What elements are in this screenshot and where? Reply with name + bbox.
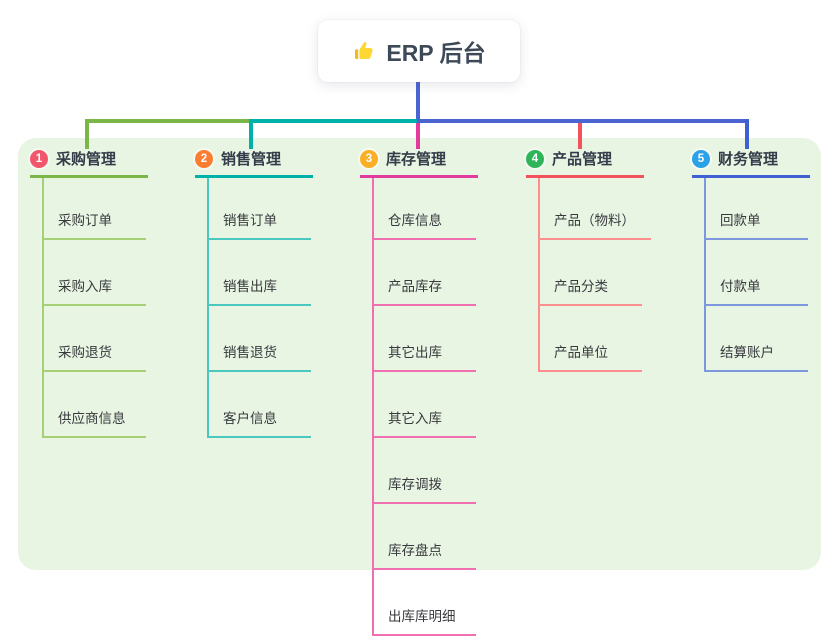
- badge-2: 2: [195, 149, 213, 168]
- connector-drop-branch5: [745, 119, 749, 149]
- branch-header-finance[interactable]: 5 财务管理: [692, 148, 810, 178]
- root-node-title: ERP 后台: [386, 40, 486, 66]
- node-other-outbound[interactable]: 其它出库: [374, 306, 476, 372]
- node-sales-order[interactable]: 销售订单: [209, 178, 311, 240]
- node-product-unit[interactable]: 产品单位: [540, 306, 642, 372]
- connector-drop-branch3: [416, 123, 420, 149]
- connector-drop-branch4: [578, 123, 582, 149]
- node-outbound-detail[interactable]: 出库库明细: [374, 570, 476, 636]
- branch-children: 销售订单 销售出库 销售退货 客户信息: [207, 178, 313, 438]
- connector-drop-branch1: [85, 119, 89, 149]
- node-supplier-info[interactable]: 供应商信息: [44, 372, 146, 438]
- badge-1: 1: [30, 149, 48, 168]
- node-purchase-return[interactable]: 采购退货: [44, 306, 146, 372]
- connector-horizontal-branch1: [85, 119, 251, 123]
- thumbs-up-icon: [352, 39, 376, 63]
- connector-horizontal-branch2: [249, 119, 419, 123]
- node-other-inbound[interactable]: 其它入库: [374, 372, 476, 438]
- branch-title: 采购管理: [56, 151, 117, 168]
- badge-5: 5: [692, 149, 710, 168]
- branch-inventory-management: 3 库存管理 仓库信息 产品库存 其它出库 其它入库 库存调拨 库存盘点 出库库…: [360, 148, 478, 636]
- branch-title: 财务管理: [718, 151, 779, 168]
- branch-title: 销售管理: [221, 151, 282, 168]
- node-sales-return[interactable]: 销售退货: [209, 306, 311, 372]
- branch-title: 库存管理: [386, 151, 447, 168]
- node-warehouse-info[interactable]: 仓库信息: [374, 178, 476, 240]
- connector-horizontal-right: [417, 119, 749, 123]
- node-customer-info[interactable]: 客户信息: [209, 372, 311, 438]
- connector-root-vertical: [416, 82, 420, 121]
- branch-header-product[interactable]: 4 产品管理: [526, 148, 644, 178]
- branch-sales-management: 2 销售管理 销售订单 销售出库 销售退货 客户信息: [195, 148, 313, 438]
- branch-title: 产品管理: [552, 151, 613, 168]
- branch-product-management: 4 产品管理 产品（物料） 产品分类 产品单位: [526, 148, 651, 372]
- branch-children: 采购订单 采购入库 采购退货 供应商信息: [42, 178, 148, 438]
- node-receipt-voucher[interactable]: 回款单: [706, 178, 808, 240]
- branch-header-sales[interactable]: 2 销售管理: [195, 148, 313, 178]
- node-product-category[interactable]: 产品分类: [540, 240, 642, 306]
- node-stock-transfer[interactable]: 库存调拨: [374, 438, 476, 504]
- node-stock-taking[interactable]: 库存盘点: [374, 504, 476, 570]
- node-product-material[interactable]: 产品（物料）: [540, 178, 651, 240]
- mindmap-canvas: ERP 后台 1 采购管理 采购订单 采购入库 采购退货 供应商信息 2 销售管…: [18, 20, 821, 636]
- branch-children: 仓库信息 产品库存 其它出库 其它入库 库存调拨 库存盘点 出库库明细: [372, 178, 478, 636]
- node-payment-voucher[interactable]: 付款单: [706, 240, 808, 306]
- badge-3: 3: [360, 149, 378, 168]
- node-purchase-order[interactable]: 采购订单: [44, 178, 146, 240]
- node-settlement-account[interactable]: 结算账户: [706, 306, 808, 372]
- branch-header-purchase[interactable]: 1 采购管理: [30, 148, 148, 178]
- node-sales-outbound[interactable]: 销售出库: [209, 240, 311, 306]
- branches-panel: [18, 138, 821, 570]
- root-node-erp-backend[interactable]: ERP 后台: [318, 20, 520, 82]
- badge-4: 4: [526, 149, 544, 168]
- node-purchase-inbound[interactable]: 采购入库: [44, 240, 146, 306]
- branch-children: 回款单 付款单 结算账户: [704, 178, 810, 372]
- branch-children: 产品（物料） 产品分类 产品单位: [538, 178, 651, 372]
- branch-finance-management: 5 财务管理 回款单 付款单 结算账户: [692, 148, 810, 372]
- connector-drop-branch2: [249, 119, 253, 149]
- branch-header-inventory[interactable]: 3 库存管理: [360, 148, 478, 178]
- branch-purchase-management: 1 采购管理 采购订单 采购入库 采购退货 供应商信息: [30, 148, 148, 438]
- node-product-stock[interactable]: 产品库存: [374, 240, 476, 306]
